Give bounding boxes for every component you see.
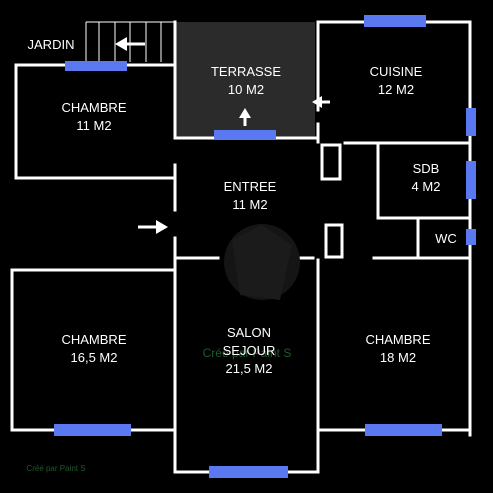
- label-jardin: JARDIN: [28, 37, 75, 52]
- window-terrasse: [214, 130, 276, 140]
- watermark-logo: [224, 224, 300, 300]
- arrow-up-terrasse-icon: [239, 108, 251, 126]
- window-salon: [209, 466, 288, 478]
- jardin-steps: [85, 21, 176, 62]
- arrow-left-cuisine-icon: [312, 96, 330, 108]
- window-wc: [466, 229, 476, 245]
- label-chambre-nw: CHAMBRE: [61, 100, 126, 115]
- area-sdb: 4 M2: [412, 179, 441, 194]
- watermark-corner: Créé par Paint S: [26, 464, 85, 473]
- label-cuisine: CUISINE: [370, 64, 423, 79]
- label-chambre-sw: CHAMBRE: [61, 332, 126, 347]
- area-chambre-sw: 16,5 M2: [71, 350, 118, 365]
- window-cuisine-right: [466, 108, 476, 136]
- window-sdb: [466, 161, 476, 199]
- area-chambre-se: 18 M2: [380, 350, 416, 365]
- arrows: [115, 37, 330, 234]
- label-sejour: SEJOUR: [223, 343, 276, 358]
- area-terrasse: 10 M2: [228, 82, 264, 97]
- label-chambre-se: CHAMBRE: [365, 332, 430, 347]
- arrow-left-jardin-icon: [115, 37, 145, 51]
- window-chambre-sw: [54, 424, 131, 436]
- arrow-right-entree-icon: [138, 220, 168, 234]
- area-chambre-nw: 11 M2: [76, 118, 111, 133]
- windows: [54, 15, 476, 478]
- watermark-center: Créé par Paint S: [203, 346, 292, 360]
- label-wc: WC: [435, 231, 457, 246]
- window-jardin: [65, 61, 127, 71]
- label-entree: ENTREE: [224, 179, 277, 194]
- label-terrasse: TERRASSE: [211, 64, 281, 79]
- label-salon: SALON: [227, 325, 271, 340]
- area-cuisine: 12 M2: [378, 82, 414, 97]
- window-cuisine-top: [364, 15, 426, 27]
- area-salon: 21,5 M2: [226, 361, 273, 376]
- area-entree: 11 M2: [232, 197, 267, 212]
- label-sdb: SDB: [413, 161, 440, 176]
- window-chambre-se: [365, 424, 442, 436]
